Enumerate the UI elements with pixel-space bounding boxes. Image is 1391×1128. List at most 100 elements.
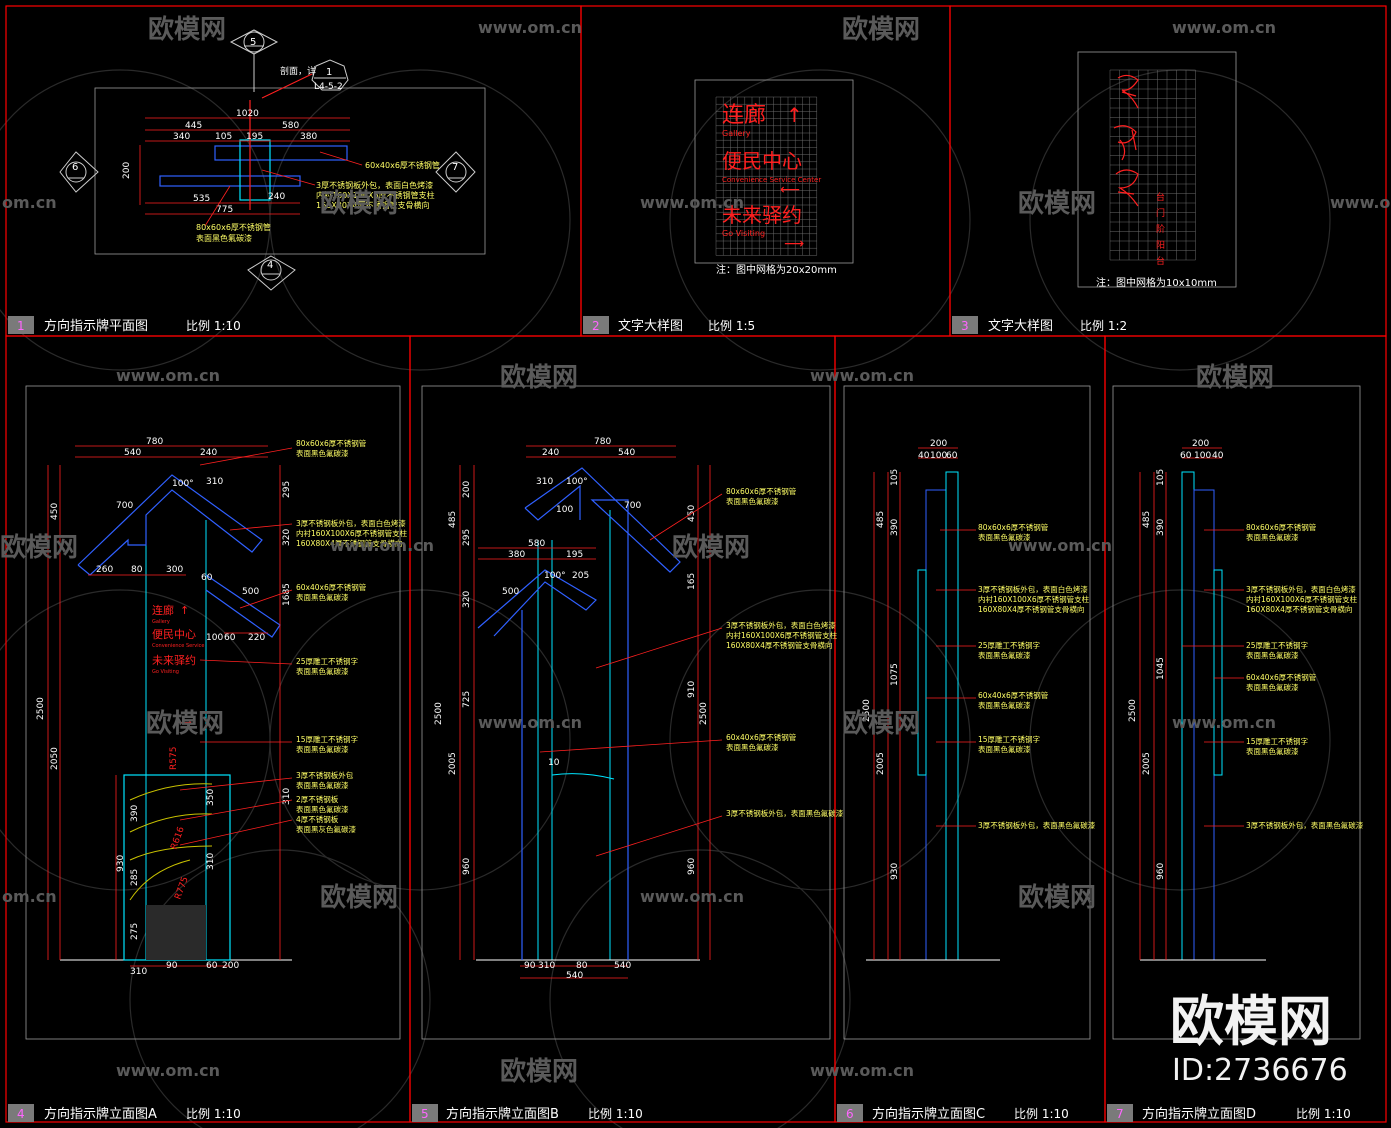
- dim: 90: [166, 961, 178, 971]
- marker-right-label: 7: [452, 162, 458, 173]
- plan-dim-lines: [139, 117, 350, 215]
- notes-a: 80x60x6厚不锈钢管 表面黑色氟碳漆 3厚不锈钢板外包，表面白色烤漆 内衬1…: [296, 438, 408, 834]
- side-char: 阳: [1156, 240, 1165, 251]
- svg-text:80: 80: [576, 961, 588, 971]
- svg-text:3厚不锈钢板外包，表面白色烤漆: 3厚不锈钢板外包，表面白色烤漆: [978, 584, 1088, 594]
- svg-text:www.om.cn: www.om.cn: [810, 366, 914, 385]
- detail-number: 1: [326, 67, 332, 78]
- svg-text:2005: 2005: [876, 752, 886, 775]
- svg-text:Go Visiting: Go Visiting: [152, 669, 179, 675]
- svg-text:内衬160X100X6厚不锈钢管支柱: 内衬160X100X6厚不锈钢管支柱: [296, 528, 408, 538]
- detail-line1: 连廊: [722, 103, 766, 128]
- svg-text:欧模网: 欧模网: [1018, 882, 1096, 913]
- svg-text:1685: 1685: [282, 583, 292, 606]
- brand-watermark: 欧模网 ID:2736676: [1170, 990, 1348, 1088]
- dim: 700: [116, 501, 133, 511]
- svg-text:欧模网: 欧模网: [0, 532, 78, 563]
- svg-text:320: 320: [462, 591, 472, 608]
- panel-title-4: 4 方向指示牌立面图A 比例 1:10: [8, 1104, 241, 1122]
- svg-text:www.om.cn: www.om.cn: [116, 1061, 220, 1080]
- note: 80x60x6厚不锈钢管: [196, 222, 271, 232]
- panel-6-title: 方向指示牌立面图C: [872, 1106, 985, 1122]
- svg-text:www.om.cn: www.om.cn: [330, 536, 434, 555]
- svg-text:未来驿约: 未来驿约: [152, 654, 196, 667]
- dim: 260: [96, 565, 113, 575]
- svg-text:表面黑色氟碳漆: 表面黑色氟碳漆: [726, 742, 779, 752]
- svg-text:om.cn: om.cn: [2, 887, 57, 906]
- dim: 310: [130, 967, 147, 977]
- svg-text:960: 960: [687, 858, 697, 875]
- svg-text:表面黑色氟碳漆: 表面黑色氟碳漆: [296, 448, 349, 458]
- side-char: 台: [1156, 255, 1165, 267]
- section-marker-right: [435, 151, 476, 193]
- detail-note-2: 注：图中网格为20x20mm: [716, 263, 837, 276]
- svg-text:3厚不锈钢板外包: 3厚不锈钢板外包: [296, 770, 354, 780]
- plan-notes: 60x40x6厚不锈钢管 3厚不锈钢板外包，表面白色烤漆 内衬160X100X6…: [196, 160, 440, 243]
- svg-text:240: 240: [542, 448, 559, 458]
- svg-text:310: 310: [206, 853, 216, 870]
- svg-text:表面黑色氟碳漆: 表面黑色氟碳漆: [1246, 532, 1299, 542]
- svg-text:500: 500: [502, 587, 519, 597]
- svg-text:725: 725: [462, 691, 472, 708]
- svg-text:3厚不锈钢板外包，表面黑色氟碳漆: 3厚不锈钢板外包，表面黑色氟碳漆: [726, 808, 844, 818]
- svg-text:100°: 100°: [544, 571, 566, 581]
- svg-text:www.om.cn: www.om.cn: [640, 887, 744, 906]
- svg-text:欧模网: 欧模网: [842, 14, 920, 45]
- detail-note: 剖面，详: [280, 65, 316, 77]
- svg-text:3厚不锈钢板外包，表面白色烤漆: 3厚不锈钢板外包，表面白色烤漆: [726, 620, 836, 630]
- dim: 200: [122, 162, 132, 179]
- plan-drawing: 5 6 7 4 1 L4-5-2 剖面，详: [59, 29, 476, 291]
- svg-text:表面黑色氟碳漆: 表面黑色氟碳漆: [296, 666, 349, 676]
- svg-text:275: 275: [130, 923, 140, 940]
- svg-text:欧模网: 欧模网: [1196, 362, 1274, 393]
- svg-text:200: 200: [1192, 439, 1209, 449]
- dim: 780: [146, 437, 163, 447]
- svg-text:160X80X4厚不锈钢管支骨横向: 160X80X4厚不锈钢管支骨横向: [1246, 604, 1352, 614]
- svg-text:320: 320: [282, 529, 292, 546]
- panel-2-number: 2: [592, 319, 600, 333]
- svg-text:60: 60: [1180, 451, 1192, 461]
- inner-frames: [25, 51, 1361, 1040]
- svg-text:40: 40: [1212, 451, 1224, 461]
- note: 160X80X4厚不锈钢管支骨横向: [316, 200, 430, 210]
- svg-text:内衬160X100X6厚不锈钢管支柱: 内衬160X100X6厚不锈钢管支柱: [978, 594, 1090, 604]
- svg-text:160X80X4厚不锈钢管支骨横向: 160X80X4厚不锈钢管支骨横向: [726, 640, 832, 650]
- svg-text:100°: 100°: [566, 477, 588, 487]
- svg-text:195: 195: [566, 550, 583, 560]
- calligraphy-strokes: [1113, 74, 1139, 207]
- dim: 540: [124, 448, 141, 458]
- svg-text:表面黑色氟碳漆: 表面黑色氟碳漆: [1246, 682, 1299, 692]
- svg-text:700: 700: [624, 501, 641, 511]
- svg-text:80x60x6厚不锈钢管: 80x60x6厚不锈钢管: [1246, 522, 1317, 532]
- svg-text:105: 105: [890, 469, 900, 486]
- svg-text:表面黑灰色氟碳漆: 表面黑灰色氟碳漆: [296, 824, 356, 834]
- svg-text:2005: 2005: [1142, 752, 1152, 775]
- svg-text:930: 930: [116, 855, 126, 872]
- dims-a: 780 540 240 700 310 260 80 300 60 500 10…: [96, 437, 265, 977]
- svg-text:www.om.cn: www.om.cn: [478, 713, 582, 732]
- panel-titles: 1 方向指示牌平面图 比例 1:10 2 文字大样图 比例 1:5 3 文字大样…: [8, 316, 1351, 1122]
- svg-text:欧模网: 欧模网: [146, 708, 224, 739]
- svg-text:310: 310: [538, 961, 555, 971]
- dim: 100: [206, 633, 223, 643]
- svg-text:540: 540: [614, 961, 631, 971]
- panel-7-title: 方向指示牌立面图D: [1142, 1106, 1256, 1122]
- svg-text:www.om.cn: www.om.cn: [116, 366, 220, 385]
- elevation-d: 200 60 100 40 105 390 485 1045 2500 2005…: [1128, 439, 1364, 961]
- marker-top-label: 5: [250, 37, 256, 48]
- panel-1-title: 方向指示牌平面图: [44, 318, 148, 334]
- panel-6-scale: 比例 1:10: [1014, 1107, 1069, 1121]
- note: 60x40x6厚不锈钢管: [365, 160, 440, 170]
- detail-line2-en: Convenience Service Center: [722, 176, 821, 184]
- svg-text:表面黑色氟碳漆: 表面黑色氟碳漆: [726, 496, 779, 506]
- svg-text:www.om.cn: www.om.cn: [1172, 713, 1276, 732]
- panel-2-title: 文字大样图: [618, 319, 683, 334]
- panel-title-5: 5 方向指示牌立面图B 比例 1:10: [412, 1104, 643, 1122]
- note: 3厚不锈钢板外包，表面白色烤漆: [316, 180, 433, 190]
- watermark-texts: 欧模网 www.om.cn 欧模网 www.om.cn om.cn 欧模网 ww…: [0, 14, 1391, 1087]
- svg-text:1075: 1075: [890, 663, 900, 686]
- svg-text:200: 200: [462, 481, 472, 498]
- dim: 580: [282, 121, 299, 131]
- svg-text:910: 910: [687, 681, 697, 698]
- svg-text:390: 390: [130, 805, 140, 822]
